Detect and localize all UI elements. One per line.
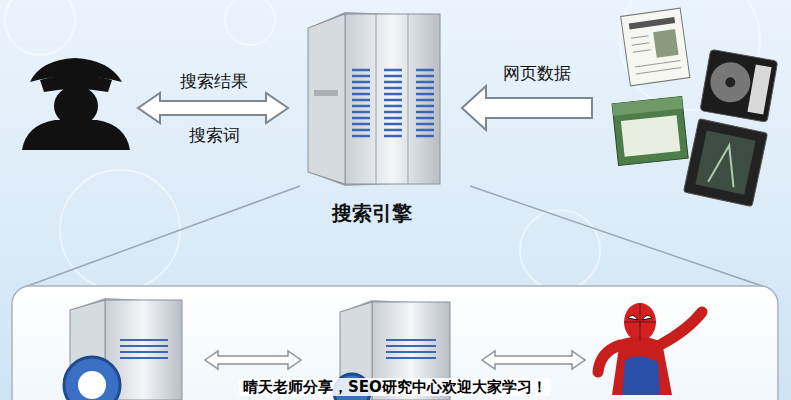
arrow-label: 网页数据 (503, 63, 571, 83)
server-node: 搜索引擎 (328, 200, 416, 227)
arrow-label: 搜索结果 (180, 71, 248, 91)
node-label: 搜索引擎 (328, 200, 416, 227)
watermark: 晴天老师分享，SEO研究中心欢迎大家学习！ (239, 378, 551, 396)
label-box: 搜索词 (189, 124, 240, 147)
arrow-label: 搜索词 (189, 125, 240, 145)
label-box: 网页数据 (503, 62, 571, 85)
label-box: 搜索结果 (180, 70, 248, 93)
label-box: 晴天老师分享，SEO研究中心欢迎大家学习！ (239, 377, 551, 397)
